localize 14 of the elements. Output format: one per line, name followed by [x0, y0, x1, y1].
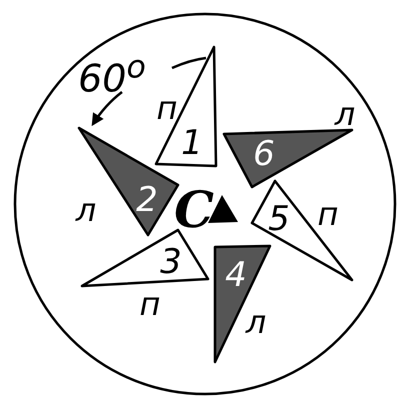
side-letter: л — [334, 98, 356, 130]
triangle-number: 2 — [136, 183, 158, 217]
triangle-number: 3 — [160, 245, 182, 279]
side-letter: л — [76, 194, 96, 226]
side-letter: л — [246, 306, 266, 338]
side-letter: п — [318, 198, 338, 230]
triangle-number: 5 — [268, 202, 290, 236]
angle-label: 60$^{o}$ — [78, 52, 146, 98]
triangle-number: 4 — [225, 258, 247, 292]
side-letter: п — [140, 288, 160, 320]
triangle-number: 6 — [253, 137, 275, 171]
side-letter: п — [156, 92, 178, 124]
center-letter: C — [174, 185, 214, 235]
triangle-number: 1 — [181, 126, 203, 160]
